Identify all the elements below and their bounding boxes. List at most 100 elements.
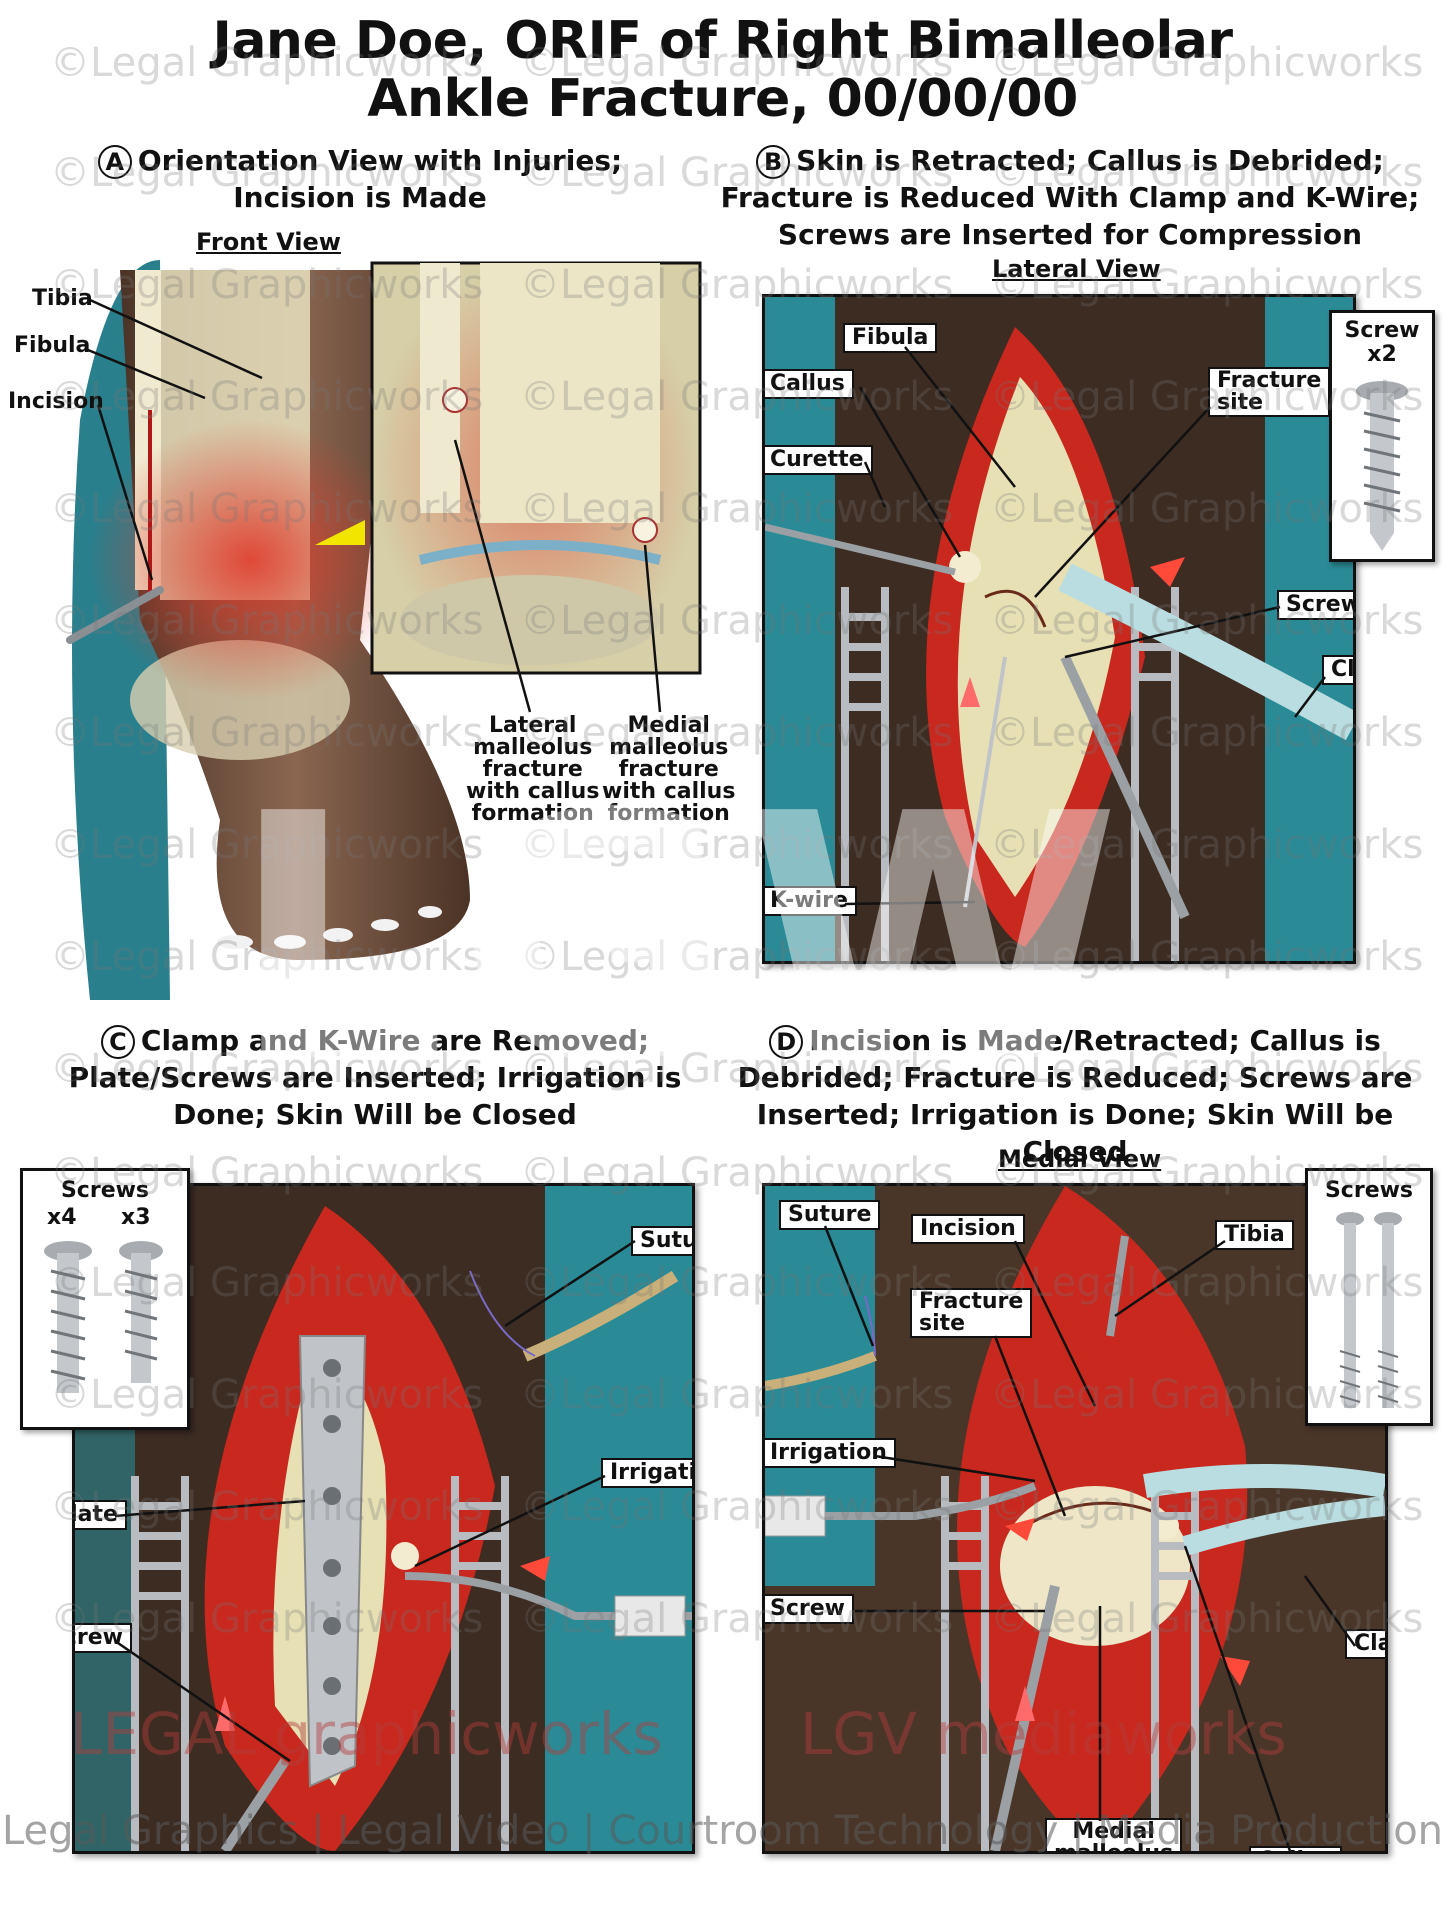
inset-c-count-a: x4 (47, 1205, 77, 1230)
label-c-screw: Screw (75, 1623, 132, 1653)
irrigation-tube-c (404, 1572, 692, 1620)
panel-c-title-line1: Clamp and K-Wire are Removed; (140, 1024, 650, 1057)
fracture-site-b (984, 589, 1047, 628)
panel-c-title-line2: Plate/Screws are Inserted; Irrigation is (68, 1061, 682, 1094)
label-b-screw: Screw (1277, 590, 1353, 620)
panel-b-letter: B (756, 145, 791, 179)
watermark-text: ©Legal Graphicworks (50, 1372, 484, 1418)
big-watermark-mark: LGW (230, 742, 1131, 1138)
watermark-text: ©Legal Graphicworks (990, 934, 1424, 980)
label-a-fibula: Fibula (14, 333, 91, 358)
panel-a-illustration (66, 260, 702, 1000)
panel-d-title-line2: Debrided; Fracture is Reduced; Screws ar… (737, 1061, 1413, 1094)
label-b-kwire: K-wire (765, 886, 857, 916)
watermark-text: ©Legal Graphicworks (990, 1150, 1424, 1196)
watermark-text: ©Legal Graphicworks (520, 374, 954, 420)
label-d-screw: Screw (765, 1594, 854, 1624)
panel-a-view-label: Front View (196, 228, 341, 256)
plate-holes (323, 1359, 341, 1755)
inset-tibia (480, 263, 660, 523)
suture-thread-c (469, 1270, 536, 1357)
watermark-logo-left: LEGAL graphicworks (70, 1700, 663, 1768)
scalpel-a (66, 586, 164, 644)
panel-b-title-line2: Fracture is Reduced With Clamp and K-Wir… (720, 181, 1420, 214)
watermark-text: ©Legal Graphicworks (50, 1150, 484, 1196)
watermark-text: ©Legal Graphicworks (520, 262, 954, 308)
watermark-text: ©Legal Graphicworks (990, 150, 1424, 196)
watermark-text: ©Legal Graphicworks (520, 934, 954, 980)
screws-icon (44, 1241, 163, 1393)
label-d-tibia: Tibia (1215, 1220, 1294, 1250)
watermark-text: ©Legal Graphicworks (990, 40, 1424, 86)
watermark-logo-right: LGV mediaworks (800, 1700, 1287, 1768)
panel-a-title-line2: Incision is Made (233, 181, 487, 214)
watermark-text: ©Legal Graphicworks (50, 262, 484, 308)
watermark-text: ©Legal Graphicworks (50, 822, 484, 868)
label-d-irrigation: Irrigation (765, 1438, 896, 1468)
screwdriver-c (220, 1758, 290, 1851)
watermark-text: ©Legal Graphicworks (50, 598, 484, 644)
title-line2: Ankle Fracture, 00/00/00 (367, 69, 1078, 129)
needle-holder-d (765, 1351, 877, 1391)
watermark-text: ©Legal Graphicworks (990, 1372, 1424, 1418)
watermark-text: ©Legal Graphicworks (50, 710, 484, 756)
watermark-text: ©Legal Graphicworks (990, 262, 1424, 308)
watermark-text: ©Legal Graphicworks (50, 1484, 484, 1530)
panel-b-view-label: Lateral View (992, 255, 1161, 283)
watermark-text: ©Legal Graphicworks (520, 1372, 954, 1418)
label-a-incision: Incision (8, 389, 104, 414)
watermark-text: ©Legal Graphicworks (520, 710, 954, 756)
long-screws-icon (1336, 1212, 1402, 1408)
inset-c-screws: Screws x4 x3 (20, 1168, 190, 1430)
panel-a-title-line1: Orientation View with Injuries; (137, 144, 623, 177)
label-b-fibula: Fibula (843, 323, 938, 353)
inset-c-title: Screws (60, 1178, 150, 1203)
watermark-text: ©Legal Graphicworks (990, 486, 1424, 532)
inset-medial-callus (632, 517, 658, 543)
watermark-text: ©Legal Graphicworks (990, 1046, 1424, 1092)
watermark-text: ©Legal Graphicworks (50, 40, 484, 86)
inset-c-count-b: x3 (121, 1205, 151, 1230)
watermark-text: ©Legal Graphicworks (990, 598, 1424, 644)
watermark-text: ©Legal Graphicworks (520, 1260, 954, 1306)
inset-d-screws: Screws (1305, 1168, 1433, 1426)
clamp-d-top (1143, 1464, 1385, 1498)
panel-d-title-line3: Inserted; Irrigation is Done; Skin Will … (756, 1098, 1394, 1168)
watermark-text: ©Legal Graphicworks (520, 486, 954, 532)
watermark-text: ©Legal Graphicworks (520, 822, 954, 868)
watermark-text: ©Legal Graphicworks (50, 486, 484, 532)
screw-icon (1356, 381, 1408, 551)
watermark-text: ©Legal Graphicworks (990, 1260, 1424, 1306)
watermark-text: ©Legal Graphicworks (990, 374, 1424, 420)
inset-d-title: Screws (1324, 1178, 1414, 1203)
screwdriver-b (1060, 654, 1190, 920)
label-c-suture: Suture (631, 1226, 692, 1256)
watermark-text: ©Legal Graphicworks (520, 40, 954, 86)
panel-d-view-label: Medial View (998, 1145, 1162, 1173)
label-a-tibia: Tibia (32, 286, 93, 311)
watermark-text: ©Legal Graphicworks (990, 1484, 1424, 1530)
watermark-text: ©Legal Graphicworks (50, 1596, 484, 1642)
label-d-incision: Incision (911, 1214, 1025, 1244)
watermark-text: ©Legal Graphicworks (50, 1260, 484, 1306)
title-line1: Jane Doe, ORIF of Right Bimalleolar (212, 11, 1233, 71)
label-b-clamp: Clamp (1322, 655, 1353, 685)
panel-d-title-line1: Incision is Made/Retracted; Callus is (809, 1024, 1381, 1057)
watermark-text: ©Legal Graphicworks (520, 1596, 954, 1642)
panel-a-letter: A (97, 145, 132, 179)
label-c-irrigation: Irrigation (601, 1458, 692, 1488)
inset-lateral-callus (442, 387, 468, 413)
toenails (217, 906, 442, 949)
panel-b-title-line1: Skin is Retracted; Callus is Debrided; (796, 144, 1384, 177)
clamp-d-bottom (1182, 1496, 1385, 1556)
watermark-text: ©Legal Graphicworks (520, 150, 954, 196)
panel-c-title-line3: Done; Skin Will be Closed (173, 1098, 577, 1131)
footer-tagline: Legal Graphics | Legal Video | Courtroom… (1, 1808, 1444, 1854)
